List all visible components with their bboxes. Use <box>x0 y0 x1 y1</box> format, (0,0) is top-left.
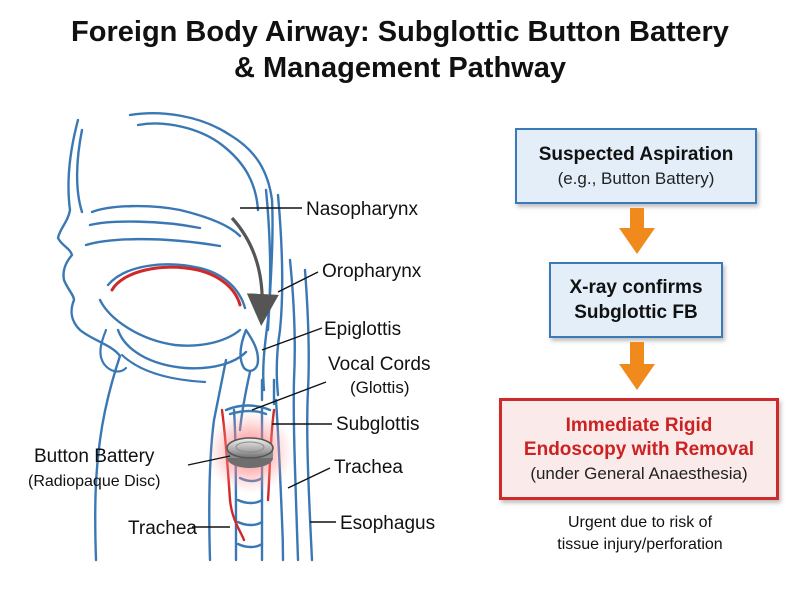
airway-tubes <box>208 188 314 562</box>
pathway-step-suspected-aspiration: Suspected Aspiration (e.g., Button Batte… <box>515 128 757 204</box>
label-radiopaque-disc: (Radiopaque Disc) <box>28 473 161 490</box>
step1-detail: (e.g., Button Battery) <box>557 169 715 188</box>
arrow-down-icon <box>619 342 655 390</box>
step3-line1: Immediate Rigid <box>565 414 713 436</box>
label-subglottis: Subglottis <box>336 414 419 435</box>
step3-detail: (under General Anaesthesia) <box>530 463 748 483</box>
arrow-down-icon <box>619 208 655 254</box>
note-line2: tissue injury/perforation <box>557 536 723 553</box>
label-nasopharynx: Nasopharynx <box>306 199 418 220</box>
oral-cavity <box>98 263 248 384</box>
epiglottis-shape <box>239 328 260 372</box>
step2-line2: Subglottic FB <box>574 302 698 323</box>
title-line-2: & Management Pathway <box>234 52 566 84</box>
button-battery-icon <box>226 437 274 468</box>
label-vocal-cords: Vocal Cords <box>328 354 430 375</box>
palate-red-outline <box>110 265 242 307</box>
label-button-battery: Button Battery <box>34 446 155 467</box>
step2-line1: X-ray confirms <box>569 277 703 298</box>
step1-title: Suspected Aspiration <box>538 144 734 165</box>
label-glottis: (Glottis) <box>350 378 410 397</box>
title-line-1: Foreign Body Airway: Subglottic Button B… <box>71 16 729 48</box>
pathway-step-rigid-endoscopy: Immediate Rigid Endoscopy with Removal (… <box>499 398 779 500</box>
note-line1: Urgent due to risk of <box>567 514 713 531</box>
urgency-note: Urgent due to risk of tissue injury/perf… <box>510 512 770 556</box>
label-epiglottis: Epiglottis <box>324 319 401 340</box>
label-oropharynx: Oropharynx <box>322 261 422 282</box>
label-trachea-right: Trachea <box>334 457 403 478</box>
leader-lines <box>187 207 336 528</box>
label-trachea-left: Trachea <box>128 518 197 539</box>
pathway-step-xray-confirms: X-ray confirms Subglottic FB <box>549 262 723 338</box>
diagram-title: Foreign Body Airway: Subglottic Button B… <box>0 14 800 86</box>
label-esophagus: Esophagus <box>340 513 435 534</box>
aspiration-direction-arrow <box>230 216 279 326</box>
step3-line2: Endoscopy with Removal <box>523 438 755 460</box>
